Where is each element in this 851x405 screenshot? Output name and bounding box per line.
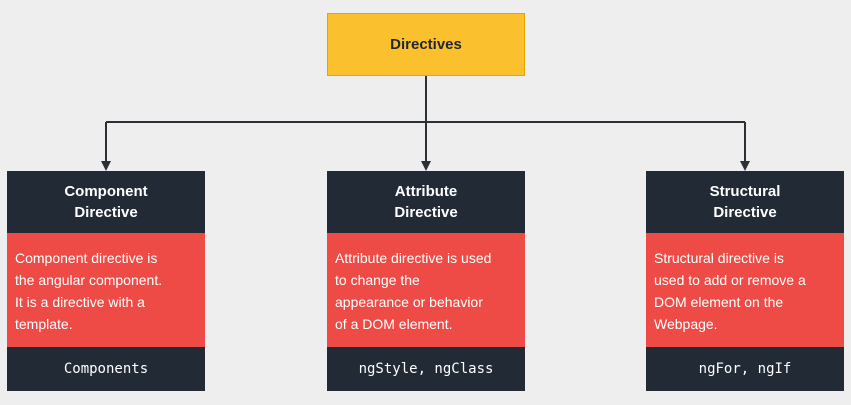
examples-text: Components bbox=[63, 361, 149, 377]
examples-text: ngFor, ngIf bbox=[698, 361, 792, 377]
card-title-line: Structural bbox=[709, 183, 781, 200]
description-line: template. bbox=[15, 316, 73, 332]
card-title-line: Directive bbox=[394, 204, 458, 221]
description-line: It is a directive with a bbox=[15, 294, 145, 310]
card-title-line: Attribute bbox=[394, 183, 458, 200]
description-line: Component directive is bbox=[15, 250, 158, 266]
description-line: the angular component. bbox=[15, 272, 163, 288]
description-line: appearance or behavior bbox=[335, 294, 483, 310]
card-description: Component directive is the angular compo… bbox=[7, 233, 205, 347]
card-description: Structural directive is used to add or r… bbox=[646, 233, 844, 347]
description-line: Structural directive is bbox=[654, 250, 784, 266]
card-header: Structural Directive bbox=[646, 171, 844, 233]
description-line: of a DOM element. bbox=[335, 316, 453, 332]
card-structural-directive: Structural Directive Structural directiv… bbox=[646, 171, 844, 391]
card-title-line: Component bbox=[64, 183, 148, 200]
root-node-label: Directives bbox=[390, 36, 462, 53]
card-title-line: Directive bbox=[713, 204, 777, 221]
card-description: Attribute directive is used to change th… bbox=[327, 233, 525, 347]
card-title-line: Directive bbox=[74, 204, 138, 221]
card-examples: ngFor, ngIf bbox=[646, 347, 844, 391]
card-header: Attribute Directive bbox=[327, 171, 525, 233]
description-line: Attribute directive is used bbox=[335, 250, 492, 266]
card-header: Component Directive bbox=[7, 171, 205, 233]
description-line: used to add or remove a bbox=[654, 272, 806, 288]
description-line: Webpage. bbox=[654, 316, 718, 332]
card-attribute-directive: Attribute Directive Attribute directive … bbox=[327, 171, 525, 391]
description-line: to change the bbox=[335, 272, 420, 288]
examples-text: ngStyle, ngClass bbox=[358, 361, 494, 377]
card-examples: Components bbox=[7, 347, 205, 391]
root-node-directives: Directives bbox=[327, 13, 525, 76]
card-component-directive: Component Directive Component directive … bbox=[7, 171, 205, 391]
card-examples: ngStyle, ngClass bbox=[327, 347, 525, 391]
description-line: DOM element on the bbox=[654, 294, 784, 310]
